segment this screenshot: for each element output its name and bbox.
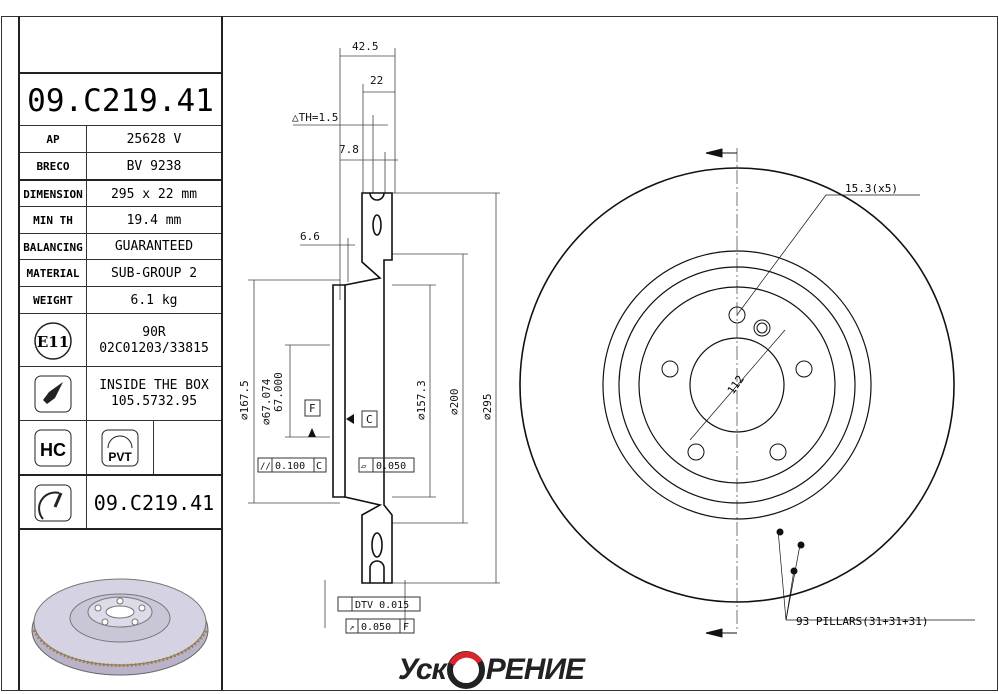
- dim-167-5: ⌀167.5: [238, 380, 251, 420]
- badges-row: HC PVT: [20, 420, 221, 475]
- spec-value: BV 9238: [126, 158, 182, 174]
- spec-label: AP: [20, 126, 87, 153]
- svg-text:↗: ↗: [349, 623, 354, 633]
- svg-text:0.050: 0.050: [361, 622, 391, 633]
- spec-label: DIMENSION: [20, 181, 87, 208]
- part-number: 09.C219.41: [27, 82, 214, 119]
- pillars-label: 93 PILLARS(31+31+31): [796, 615, 928, 628]
- disc-part-row: 09.C219.41: [20, 474, 221, 530]
- spec-label: BRECO: [20, 153, 87, 180]
- sheet-border: [1, 16, 998, 691]
- flatness-tolerance: ▱ 0.050: [358, 457, 415, 473]
- dim-67-074: ⌀67.074: [260, 378, 273, 425]
- pvt-icon: PVT: [87, 421, 154, 475]
- dtv-tolerance: DTV 0.015: [337, 596, 421, 612]
- svg-text:E11: E11: [37, 333, 69, 351]
- svg-text:▱: ▱: [361, 462, 367, 472]
- svg-text://: //: [260, 462, 271, 472]
- dim-22: 22: [370, 74, 383, 87]
- approval-line2: 02C01203/33815: [99, 340, 209, 356]
- spec-label: WEIGHT: [20, 287, 87, 314]
- logo-swirl-icon: [446, 651, 485, 689]
- brand-logo: Уск РЕНИЕ: [398, 650, 585, 690]
- spec-row: BRECO BV 9238: [20, 152, 221, 180]
- part-number-row: 09.C219.41: [20, 72, 221, 127]
- hc-icon: HC: [20, 421, 87, 475]
- screw-icon: [20, 367, 87, 421]
- spec-label: MATERIAL: [20, 260, 87, 287]
- svg-text:DTV 0.015: DTV 0.015: [355, 600, 409, 611]
- svg-text:0.100: 0.100: [275, 461, 305, 472]
- bottom-part-number: 09.C219.41: [93, 491, 215, 515]
- spec-label: MIN TH: [20, 207, 87, 234]
- datum-f: F: [309, 402, 316, 415]
- holes-label: 15.3(x5): [845, 182, 898, 195]
- svg-text:C: C: [316, 461, 322, 472]
- dim-42-5: 42.5: [352, 40, 379, 53]
- spec-row: WEIGHT 6.1 kg: [20, 286, 221, 314]
- spec-value: SUB-GROUP 2: [110, 265, 198, 281]
- screws-line1: INSIDE THE BOX: [99, 378, 209, 393]
- spec-value: 295 x 22 mm: [110, 186, 198, 202]
- dim-7-8: 7.8: [339, 143, 359, 156]
- spec-value: 6.1 kg: [130, 292, 178, 308]
- spec-panel: 09.C219.41 AP 25628 V BRECO BV 9238 DIMENS…: [18, 16, 223, 690]
- approval-line1: 90R: [142, 324, 166, 340]
- front-view: [519, 148, 975, 638]
- spec-label: BALANCING: [20, 234, 87, 260]
- dim-200: ⌀200: [448, 389, 461, 416]
- runout-tolerance: ↗ 0.050 F: [345, 618, 415, 634]
- dim-67-000: 67.000: [272, 372, 285, 412]
- datum-c: C: [366, 413, 373, 426]
- svg-text:F: F: [403, 622, 409, 633]
- screws-line2: 105.5732.95: [110, 394, 198, 409]
- spec-value: 19.4 mm: [126, 212, 182, 228]
- dim-th: △TH=1.5: [292, 111, 338, 124]
- disc-pad-icon: [20, 476, 87, 530]
- svg-text:PVT: PVT: [108, 450, 132, 464]
- disc-render: [20, 528, 221, 692]
- svg-text:0.050: 0.050: [376, 461, 406, 472]
- dim-157-3: ⌀157.3: [415, 380, 428, 420]
- e11-badge-icon: E11: [20, 314, 87, 367]
- svg-text:HC: HC: [40, 440, 66, 460]
- dim-6-6: 6.6: [300, 230, 320, 243]
- spec-row: DIMENSION 295 x 22 mm: [20, 179, 221, 208]
- spec-value: 25628 V: [126, 131, 182, 147]
- disc-image: [31, 578, 209, 676]
- spec-row: MIN TH 19.4 mm: [20, 206, 221, 234]
- parallelism-tolerance: // 0.100 C: [257, 457, 327, 473]
- spec-row: AP 25628 V: [20, 125, 221, 153]
- dim-295: ⌀295: [481, 394, 494, 421]
- pcd-label: 112: [725, 373, 747, 397]
- spec-row: MATERIAL SUB-GROUP 2: [20, 259, 221, 287]
- spec-value: GUARANTEED: [114, 239, 194, 254]
- spec-row: BALANCING GUARANTEED: [20, 233, 221, 260]
